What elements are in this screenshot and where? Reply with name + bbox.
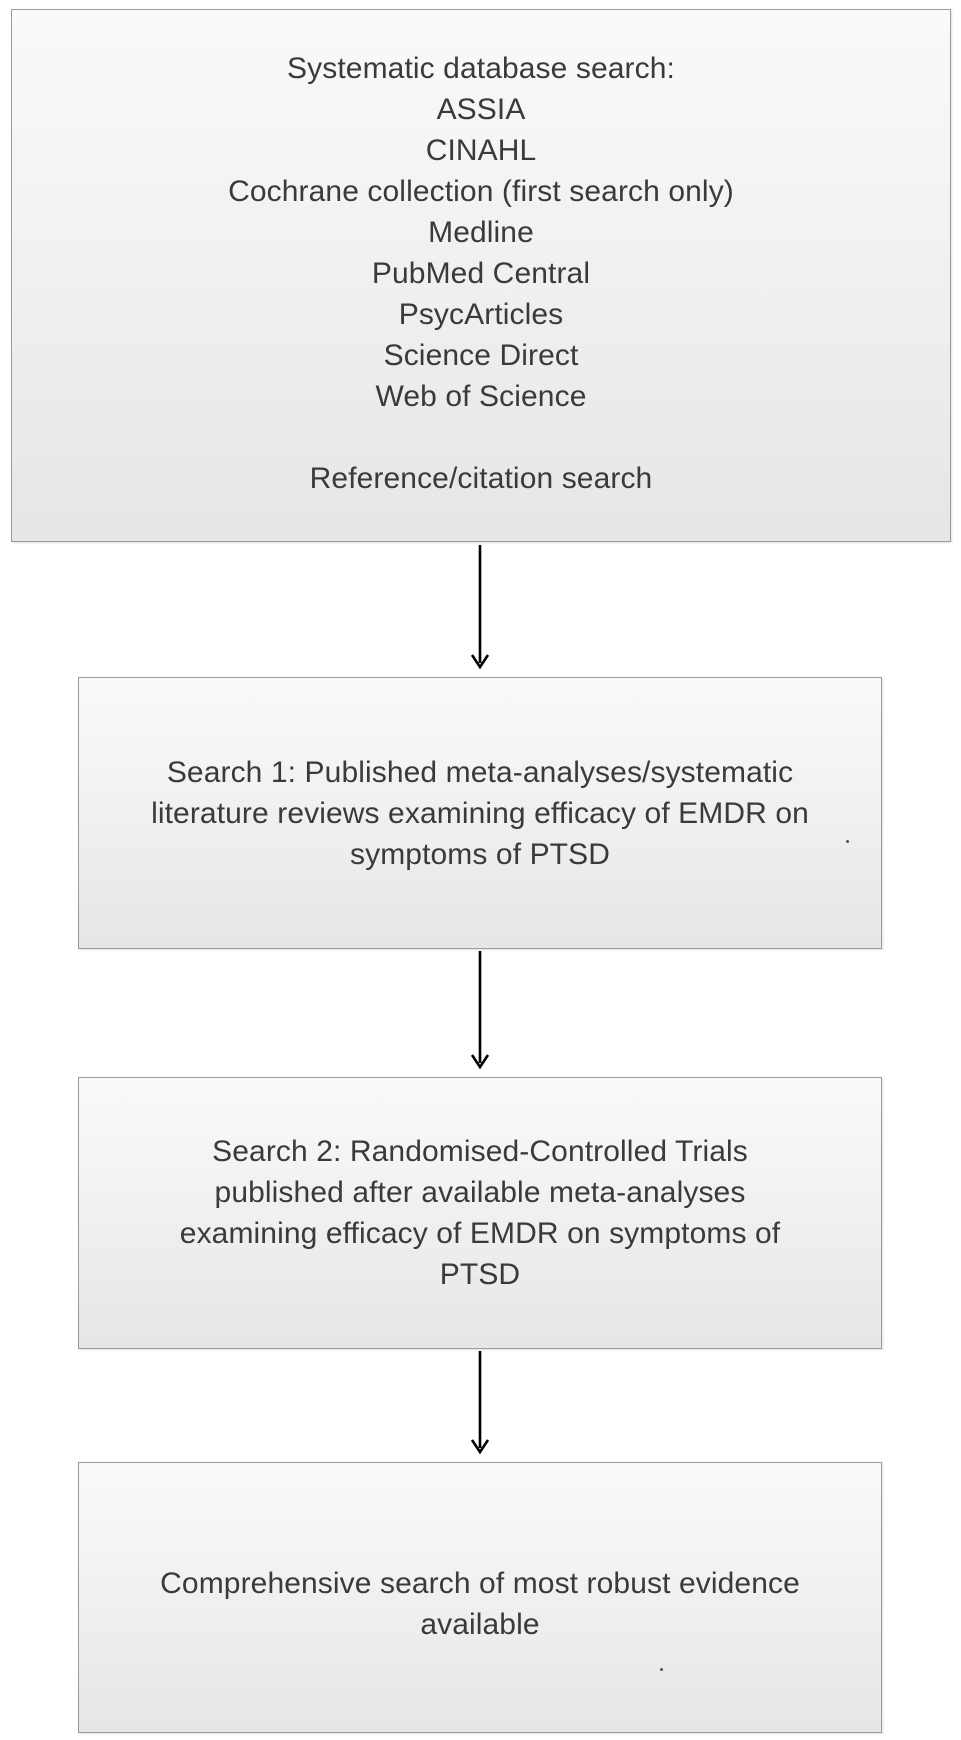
database-search-heading: Systematic database search: [287,52,675,85]
database-item-assia: ASSIA [436,93,526,126]
comprehensive-search-box: Comprehensive search of most robust evid… [78,1462,882,1733]
database-item-web-of-science: Web of Science [375,380,587,413]
database-item-cochrane: Cochrane collection (first search only) [228,175,734,208]
flow-arrow-3 [470,1351,490,1458]
search-1-line-1: Search 1: Published meta-analyses/system… [166,755,794,789]
search-1-line-2: literature reviews examining efficacy of… [151,796,809,830]
search-2-line-4: PTSD [439,1258,521,1291]
database-item-psycarticles: PsycArticles [398,298,564,331]
search-2-box: Search 2: Randomised-Controlled Trials p… [78,1077,882,1349]
search-2-line-1: Search 2: Randomised-Controlled Trials [212,1135,748,1168]
flow-arrow-2 [470,951,490,1073]
database-item-cinahl: CINAHL [425,134,537,167]
stray-dot-2 [660,1668,663,1671]
search-1-box: Search 1: Published meta-analyses/system… [78,677,882,949]
search-2-line-3: examining efficacy of EMDR on symptoms o… [179,1217,781,1250]
search-1-line-3: symptoms of PTSD [350,837,610,871]
reference-citation-search: Reference/citation search [309,462,653,495]
comprehensive-line-2: available [420,1608,540,1641]
database-item-science-direct: Science Direct [383,339,579,372]
stray-dot-1 [846,840,849,843]
database-search-box: Systematic database search: ASSIA CINAHL… [11,9,951,542]
database-item-medline: Medline [428,216,534,249]
search-2-line-2: published after available meta-analyses [214,1176,746,1209]
database-item-pubmed-central: PubMed Central [371,257,591,290]
comprehensive-line-1: Comprehensive search of most robust evid… [160,1567,800,1600]
flow-arrow-1 [470,545,490,673]
